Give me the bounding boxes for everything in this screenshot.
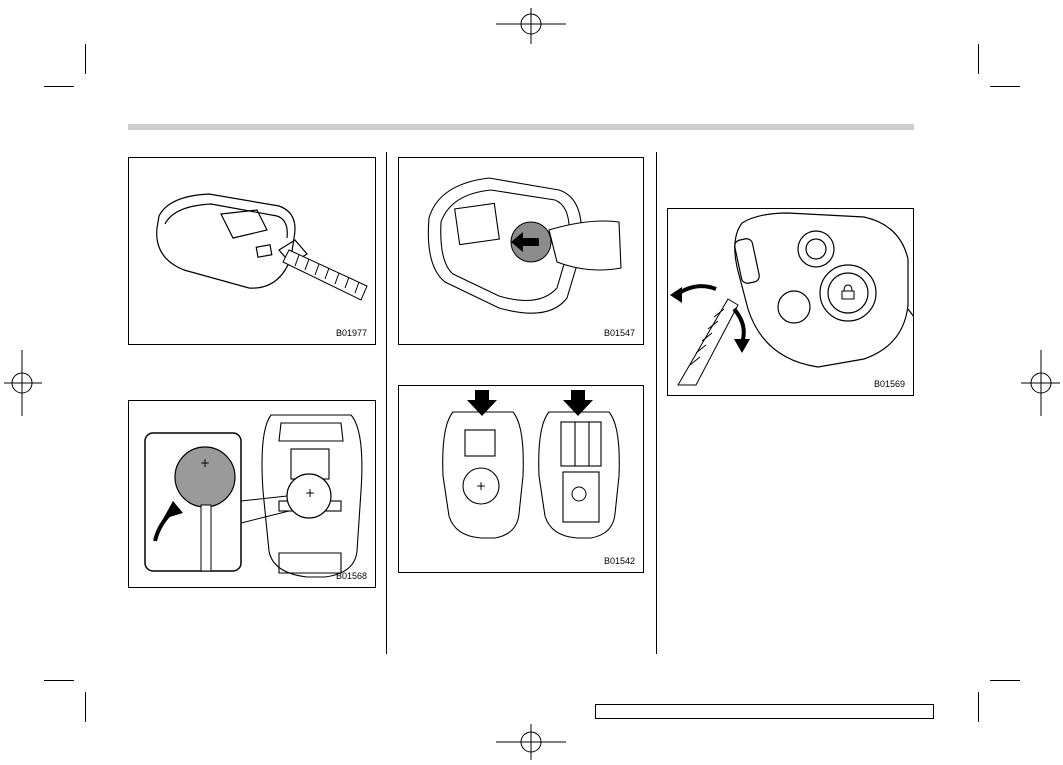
battery-removal-illustration: + + <box>144 414 363 578</box>
battery-insertion-illustration <box>427 177 622 314</box>
registration-target-top <box>496 8 566 44</box>
registration-target-bottom <box>496 724 566 760</box>
battery-icon <box>462 467 500 505</box>
figure-code: B01547 <box>603 328 635 338</box>
screwdriver <box>677 298 739 386</box>
svg-text:+: + <box>200 456 210 470</box>
figure-code: B01977 <box>335 328 367 338</box>
header-bar <box>128 124 914 130</box>
figure-remote-key-open-slot: B01977 <box>128 157 376 345</box>
arrow-icon <box>511 232 539 252</box>
arrow-down-icon <box>467 390 497 416</box>
figure-case-halves: + B01542 <box>398 385 644 573</box>
column-divider-1 <box>386 152 387 654</box>
case-halves-illustration: + <box>442 390 620 539</box>
registration-target-right <box>1021 350 1060 416</box>
finger-icon <box>548 220 622 271</box>
curved-arrow-down-icon <box>732 307 746 344</box>
svg-text:+: + <box>305 486 315 500</box>
svg-text:+: + <box>476 479 486 493</box>
lock-icon <box>841 284 855 300</box>
registration-target-left <box>4 350 42 416</box>
figure-key-head: B01569 <box>667 208 914 396</box>
figure-battery-removal: + + B01568 <box>128 400 376 588</box>
figure-code: B01542 <box>603 556 635 566</box>
figure-battery-insertion: B01547 <box>398 157 644 345</box>
figure-code: B01569 <box>873 379 905 389</box>
key-head-illustration <box>670 212 913 386</box>
curved-arrow-icon <box>153 507 177 542</box>
column-divider-2 <box>656 152 657 654</box>
page-footer-box <box>595 704 934 719</box>
figure-code: B01568 <box>335 571 367 581</box>
arrow-down-icon <box>563 390 593 416</box>
remote-key-screwdriver-illustration <box>156 193 368 301</box>
